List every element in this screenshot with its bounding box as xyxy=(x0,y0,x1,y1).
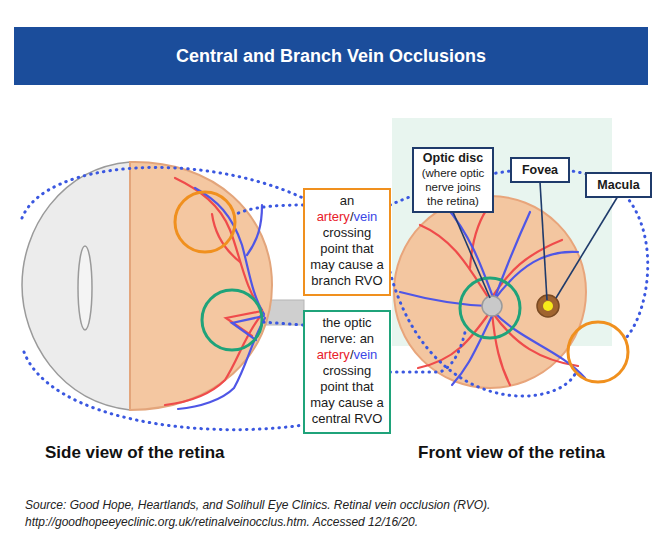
box-text: Macula xyxy=(587,177,650,193)
view-label: Side view of the retina xyxy=(45,443,225,463)
box-note: (where optic nerve joins the retina) xyxy=(417,166,489,208)
text-run: artery xyxy=(317,209,350,224)
text-run: Fovea xyxy=(522,163,558,177)
text-run: vein xyxy=(354,347,378,362)
optic-disc-circle xyxy=(460,278,520,338)
callout-box: an artery/vein crossing point that may c… xyxy=(303,188,391,296)
source-caption: Source: Good Hope, Heartlands, and Solih… xyxy=(25,497,625,531)
label-box: Fovea xyxy=(510,157,570,183)
title-banner: Central and Branch Vein Occlusions xyxy=(14,27,648,85)
optic-nerve-circle xyxy=(202,290,262,350)
box-text: Fovea xyxy=(512,162,568,178)
text-run: artery xyxy=(317,347,350,362)
box-text: Optic disc xyxy=(417,151,489,166)
branch-crossing-circle xyxy=(568,322,628,382)
dotted-leaders xyxy=(22,167,648,429)
fovea xyxy=(543,301,553,311)
text-run: crossing point that may cause a central … xyxy=(310,363,384,426)
text-run: / xyxy=(350,347,354,362)
view-label: Front view of the retina xyxy=(418,443,605,463)
text-run: (where optic nerve joins the retina) xyxy=(422,167,485,207)
optic-disc xyxy=(482,296,502,316)
macula xyxy=(537,295,559,317)
branch-crossing-circle xyxy=(175,192,235,252)
text-run: / xyxy=(350,209,354,224)
text-run: vein xyxy=(354,209,378,224)
label-box: Macula xyxy=(585,172,652,198)
title: Central and Branch Vein Occlusions xyxy=(176,46,486,67)
callout-box: the optic nerve: an artery/vein crossing… xyxy=(303,310,391,434)
text-run: crossing point that may cause a branch R… xyxy=(310,225,384,288)
text-run: Optic disc xyxy=(423,151,483,165)
side-vessels xyxy=(165,178,265,409)
box-text: an artery/vein crossing point that may c… xyxy=(309,193,385,289)
box-text: the optic nerve: an artery/vein crossing… xyxy=(309,315,385,427)
text-run: Macula xyxy=(597,178,639,192)
retina-front xyxy=(394,196,586,388)
text-run: an xyxy=(340,193,354,208)
label-box: Optic disc (where optic nerve joins the r… xyxy=(412,147,494,213)
lens xyxy=(78,246,92,330)
text-run: the optic nerve: an xyxy=(320,315,374,346)
retina-side xyxy=(130,162,272,410)
